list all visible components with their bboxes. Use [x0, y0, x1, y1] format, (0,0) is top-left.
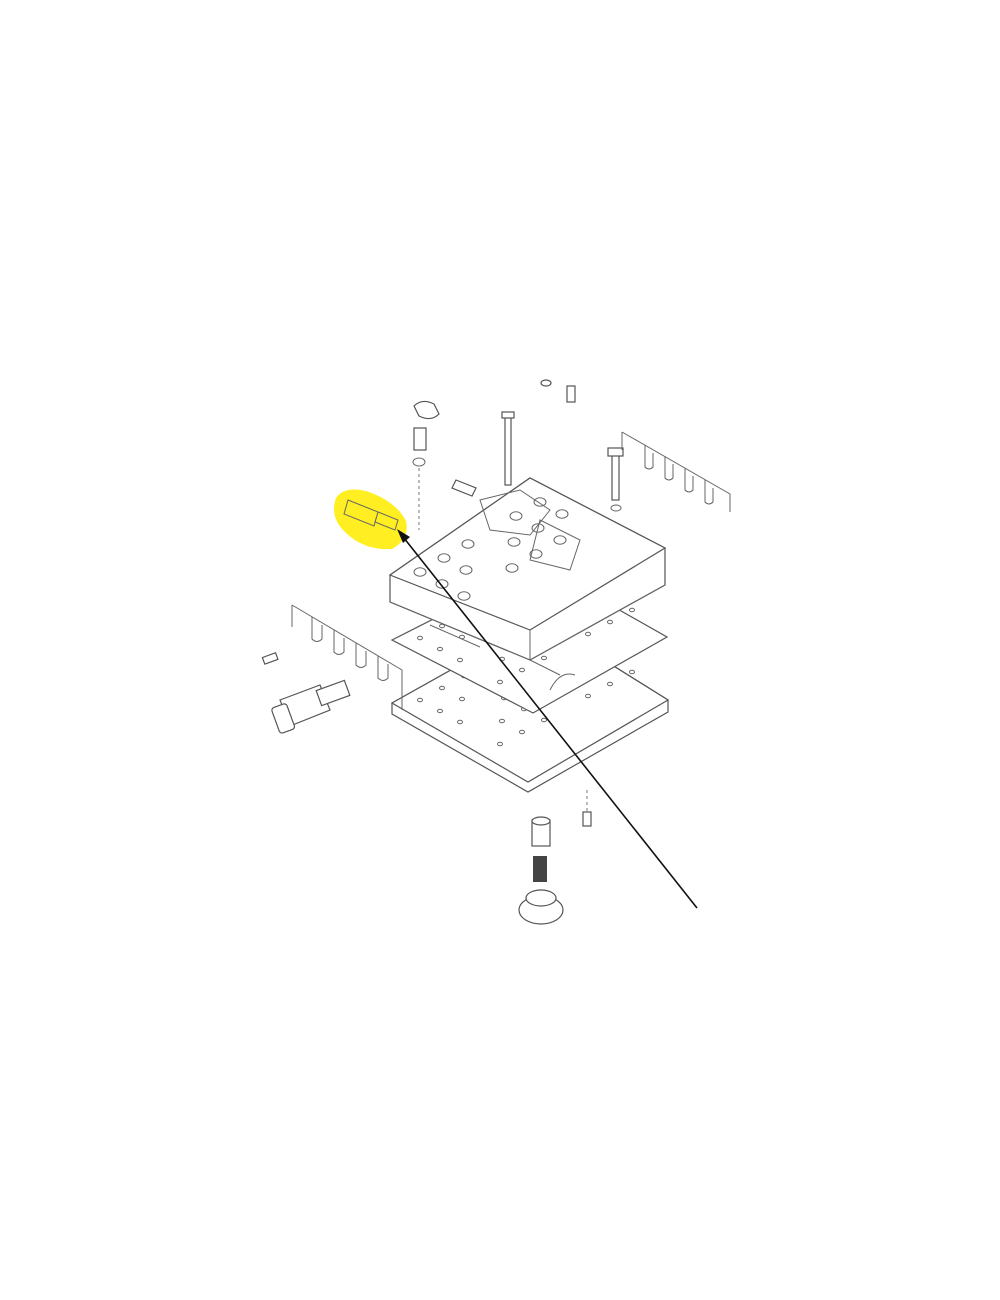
- hole: [585, 693, 591, 699]
- hole: [413, 567, 427, 577]
- spring-icon: [533, 856, 547, 882]
- hole: [607, 619, 613, 625]
- hole: [437, 553, 451, 563]
- hole: [529, 549, 543, 559]
- plug-icon: [518, 889, 564, 925]
- hole: [459, 696, 465, 702]
- hole: [507, 537, 521, 547]
- hole: [437, 708, 443, 714]
- solenoid-icon: [271, 679, 351, 734]
- hole: [533, 497, 547, 507]
- hole: [629, 669, 635, 675]
- hole: [555, 509, 569, 519]
- hole: [457, 719, 463, 725]
- hole: [629, 607, 635, 613]
- wiring-bracket-left-icon: [261, 604, 403, 710]
- solenoid-sensor-icon[interactable]: [334, 489, 407, 550]
- hole: [457, 591, 471, 601]
- valve-body-icon: [388, 477, 667, 661]
- hole: [417, 697, 423, 703]
- hole: [541, 655, 547, 661]
- wiring-bracket-icon: [621, 431, 731, 512]
- hole: [499, 718, 505, 724]
- hole: [459, 565, 473, 575]
- hole: [505, 563, 519, 573]
- hole: [497, 741, 503, 747]
- hole: [585, 631, 591, 637]
- hole: [457, 657, 463, 663]
- leader-arrow: [397, 529, 698, 909]
- hole: [519, 729, 525, 735]
- hole: [541, 717, 547, 723]
- sensor-fitting-icon: [412, 400, 477, 530]
- hole: [553, 535, 567, 545]
- hole: [439, 685, 445, 691]
- hole: [461, 539, 475, 549]
- hole: [607, 681, 613, 687]
- hole: [519, 667, 525, 673]
- bolt-icon: [501, 379, 624, 512]
- hole: [417, 635, 423, 641]
- hole: [459, 634, 465, 640]
- filter-plug-icon: [531, 790, 592, 847]
- hole: [497, 679, 503, 685]
- hole: [439, 623, 445, 629]
- hole: [509, 511, 523, 521]
- hole: [437, 646, 443, 652]
